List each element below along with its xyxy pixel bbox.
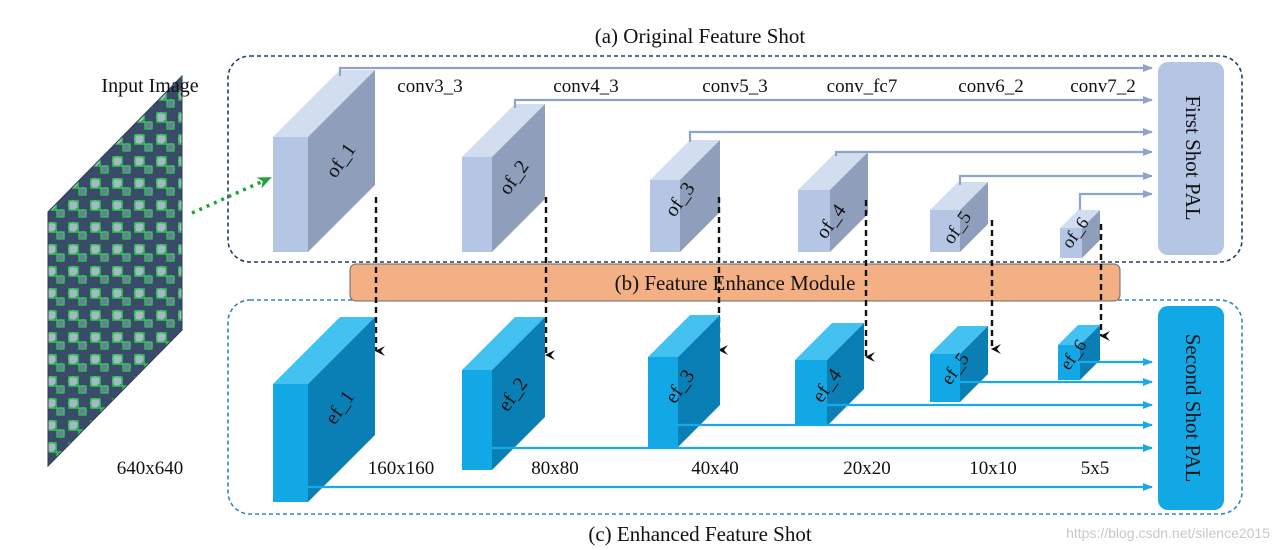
enhanced-feature-shot-title: (c) Enhanced Feature Shot [588,522,811,546]
second-shot-pal-box: Second Shot PAL [1158,306,1224,510]
feature-enhance-module: (b) Feature Enhance Module [349,263,1121,302]
conv-label-1: conv3_3 [397,76,462,97]
ef-block-5: ef_5 [930,326,988,402]
ef-block-1: ef_1 [273,317,375,502]
ef-block-2: ef_2 [462,317,545,470]
of-block-4: of_4 [798,152,868,252]
of-2-to-pal-arrow [513,96,1153,108]
size-label-2: 80x80 [531,458,579,479]
size-label-4: 20x20 [843,458,891,479]
of-block-5: of_5 [930,182,988,252]
of-6-to-pal-arrow [1078,190,1153,210]
input-image [47,74,183,468]
of-5-to-pal-arrow [958,172,1153,185]
watermark-text: https://blog.csdn.net/silence2015 [1066,525,1270,541]
input-image-label: Input Image [101,75,198,97]
of-block-3: of_3 [650,140,720,252]
of-block-1: of_1 [273,70,375,252]
ef-block-3: ef_3 [648,315,720,447]
size-label-6: 5x5 [1081,458,1110,479]
ef-block-6: ef_6 [1056,325,1100,380]
conv-label-4: conv_fc7 [827,76,898,97]
of-block-6: of_6 [1057,210,1100,258]
input-to-feature-arrow [191,176,272,215]
second-shot-pal-label: Second Shot PAL [1181,334,1205,483]
of-block-2: of_2 [462,104,545,252]
of-3-to-pal-arrow [688,128,1153,142]
conv-label-2: conv4_3 [553,76,618,97]
size-label-3: 40x40 [691,458,739,479]
conv-label-6: conv7_2 [1070,76,1135,97]
first-shot-pal-box: First Shot PAL [1158,62,1224,255]
size-label-5: 10x10 [969,458,1017,479]
input-size-label: 640x640 [117,458,184,479]
original-feature-shot-title: (a) Original Feature Shot [595,24,806,48]
original-feature-shot-container [227,55,1243,263]
conv-label-3: conv5_3 [702,76,767,97]
of-4-to-pal-arrow [834,148,1153,156]
of-1-to-pal-arrow [338,64,1153,76]
ef-block-4: ef_4 [795,323,864,426]
feature-enhance-module-label: (b) Feature Enhance Module [615,271,856,295]
conv-label-5: conv6_2 [958,76,1023,97]
first-shot-pal-label: First Shot PAL [1181,95,1205,220]
size-label-1: 160x160 [368,458,435,479]
